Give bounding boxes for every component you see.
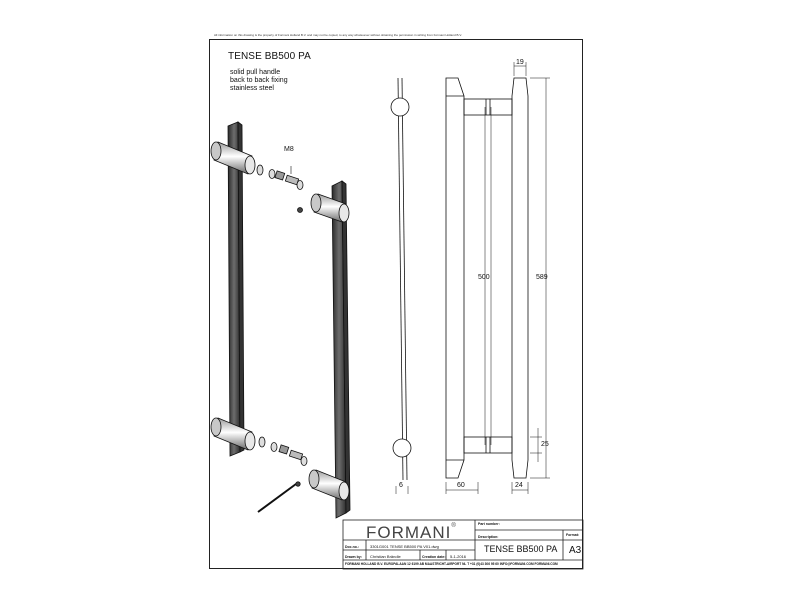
allen-key (257, 483, 297, 513)
format-value: A3 (569, 545, 582, 556)
front-left-bar (445, 77, 465, 479)
title-block-grid (342, 519, 584, 570)
dimension-label-60: 60 (457, 482, 465, 489)
dimension-24 (511, 482, 529, 494)
upper-fixing-set (256, 164, 304, 213)
dimension-25 (530, 428, 542, 462)
dimension-label-25: 25 (541, 441, 549, 448)
lower-right-standoff (308, 469, 350, 501)
dimension-label-589: 589 (536, 274, 548, 281)
dimension-19 (513, 62, 527, 76)
dimension-label-6: 6 (399, 482, 403, 489)
description-value: TENSE BB500 PA (484, 544, 558, 554)
side-view (390, 77, 412, 494)
company-footer: FORMANI HOLLAND B.V. EUROPALAAN 12 6199 … (345, 562, 558, 566)
dimension-60 (445, 482, 479, 494)
creation-date-value: 5-1-2016 (450, 554, 467, 559)
product-description: solid pull handle back to back fixing st… (230, 69, 288, 93)
doc-no-value: 3301G001 TENSE BB500 PA V01.dwg (370, 544, 439, 549)
front-lower-standoff (463, 436, 513, 454)
dimension-label-24: 24 (515, 482, 523, 489)
dimension-label-500: 500 (478, 274, 490, 281)
doc-no-label: Doc.no.: (345, 545, 359, 549)
lower-fixing-set (257, 436, 308, 513)
front-view (445, 62, 550, 494)
creation-date-label: Creation date: (422, 555, 446, 559)
description-line: solid pull handle (230, 69, 281, 76)
left-handle-bar-side (237, 121, 245, 453)
copyright-notice: All information on this drawing is the p… (214, 33, 462, 37)
drawing-title: TENSE BB500 PA (228, 51, 311, 62)
thread-label-m8: M8 (284, 146, 294, 153)
part-number-label: Part number: (478, 522, 500, 526)
lower-left-standoff (210, 417, 256, 451)
description-line: stainless steel (230, 85, 274, 92)
drawn-by-value: Christian Brändle (370, 554, 401, 559)
isometric-view (210, 121, 351, 519)
drawing-sheet (209, 39, 583, 569)
dimension-589 (530, 77, 550, 479)
dimension-500 (484, 107, 492, 445)
brand-logo: FORMANI® (366, 523, 457, 542)
upper-right-standoff (310, 193, 350, 223)
format-label: Format: (566, 533, 580, 537)
description-label: Description: (478, 535, 499, 539)
dimension-label-19: 19 (516, 59, 524, 66)
upper-left-standoff (210, 141, 256, 175)
front-upper-standoff (463, 98, 513, 116)
drawn-by-label: Drawn by: (345, 555, 362, 559)
front-right-bar (511, 77, 529, 479)
description-line: back to back fixing (230, 77, 288, 84)
right-handle-bar-side (341, 180, 351, 514)
